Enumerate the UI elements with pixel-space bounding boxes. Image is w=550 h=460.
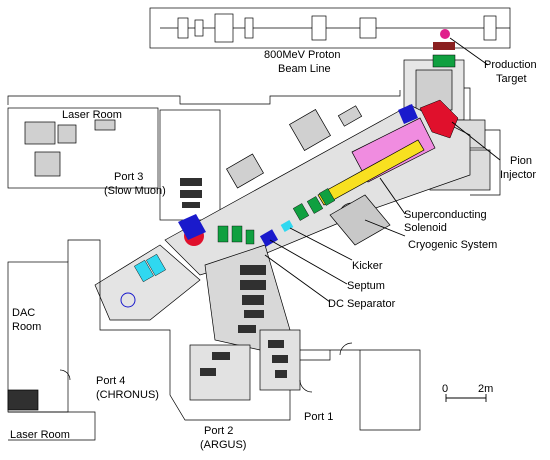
label-port1: Port 1 [304, 411, 333, 423]
label-port3-2: (Slow Muon) [104, 185, 166, 197]
arrow-production-target [449, 37, 489, 66]
central-block-1 [289, 109, 331, 151]
quad-group-center [217, 225, 255, 245]
door-arc-3 [59, 369, 71, 381]
label-cryogenic: Cryogenic System [408, 239, 497, 251]
beam-element-6 [359, 17, 377, 39]
lab-bench-3 [34, 151, 61, 177]
port4-target [120, 292, 136, 308]
dc-separator-magnets [238, 265, 266, 333]
label-production-target-2: Target [496, 73, 527, 85]
label-pion-injector-2: Injector [500, 169, 536, 181]
label-scale-two: 2m [478, 383, 493, 395]
label-laser-room-top: Laser Room [62, 109, 122, 121]
port2-magnets [200, 352, 230, 376]
label-beam-line-2: Beam Line [278, 63, 331, 75]
label-port4-1: Port 4 [96, 375, 125, 387]
arrow-cryogenic [364, 219, 406, 237]
lab-bench-2 [57, 124, 77, 144]
label-port4-2: (CHRONUS) [96, 389, 159, 401]
dac-room [7, 261, 69, 413]
quad-triplet-upper [292, 188, 336, 221]
arrow-septum [269, 239, 348, 285]
label-laser-room-bottom: Laser Room [10, 429, 70, 441]
arrow-pion-injector [451, 121, 501, 161]
arrow-sc-solenoid [379, 177, 406, 215]
label-port2-1: Port 2 [204, 425, 233, 437]
laser-room-bottom [8, 411, 96, 441]
beam-element-2 [194, 19, 204, 37]
label-dc-separator: DC Separator [328, 298, 396, 310]
door-arc-2 [299, 379, 313, 393]
label-beam-line-1: 800MeV Proton [264, 49, 340, 61]
kicker-element [280, 220, 294, 232]
lab-bench-1 [24, 121, 56, 145]
lower-left-wall [67, 239, 240, 421]
arrow-dc-separator [264, 254, 331, 303]
beam-element-3 [214, 13, 234, 43]
beam-element-7 [483, 15, 497, 41]
laser-room-top [7, 107, 159, 189]
arrow-kicker [289, 227, 353, 261]
lab-bench-4 [94, 119, 116, 131]
dac-rack [7, 389, 39, 411]
label-scale-zero: 0 [442, 383, 448, 395]
target-quad [432, 54, 456, 68]
port4-magnets [134, 253, 166, 283]
scale-bar [445, 394, 487, 402]
label-dac-room-2: Room [12, 321, 41, 333]
label-septum: Septum [347, 280, 385, 292]
pion-injector [419, 99, 459, 139]
central-block-2 [226, 153, 264, 189]
label-production-target-1: Production [484, 59, 537, 71]
label-kicker: Kicker [352, 260, 383, 272]
beam-element-1 [177, 17, 189, 39]
labels: 800MeV Proton Beam Line Production Targe… [10, 49, 537, 451]
beam-pipe-yellow [317, 139, 425, 206]
label-sc-solenoid-2: Solenoid [404, 222, 447, 234]
port1-magnets [268, 340, 288, 378]
bend-magnet-blue [178, 214, 206, 240]
production-target [440, 29, 450, 39]
septum-magnet [259, 229, 279, 247]
label-dac-room-1: DAC [12, 307, 35, 319]
label-port2-2: (ARGUS) [200, 439, 246, 451]
door-arc-1 [339, 342, 353, 356]
label-port3-1: Port 3 [114, 171, 143, 183]
leader-lines [264, 37, 501, 303]
central-block-3 [337, 105, 363, 127]
cryogenic-housing [329, 194, 391, 246]
target-magnet [433, 42, 455, 50]
beam-element-4 [244, 17, 254, 39]
port3-magnets [180, 178, 202, 208]
beam-components [120, 13, 510, 378]
building-outline-top [7, 90, 401, 105]
injector-blue-magnet [398, 104, 418, 124]
label-sc-solenoid-1: Superconducting [404, 209, 487, 221]
beam-element-5 [311, 15, 327, 41]
label-pion-injector-1: Pion [510, 155, 532, 167]
